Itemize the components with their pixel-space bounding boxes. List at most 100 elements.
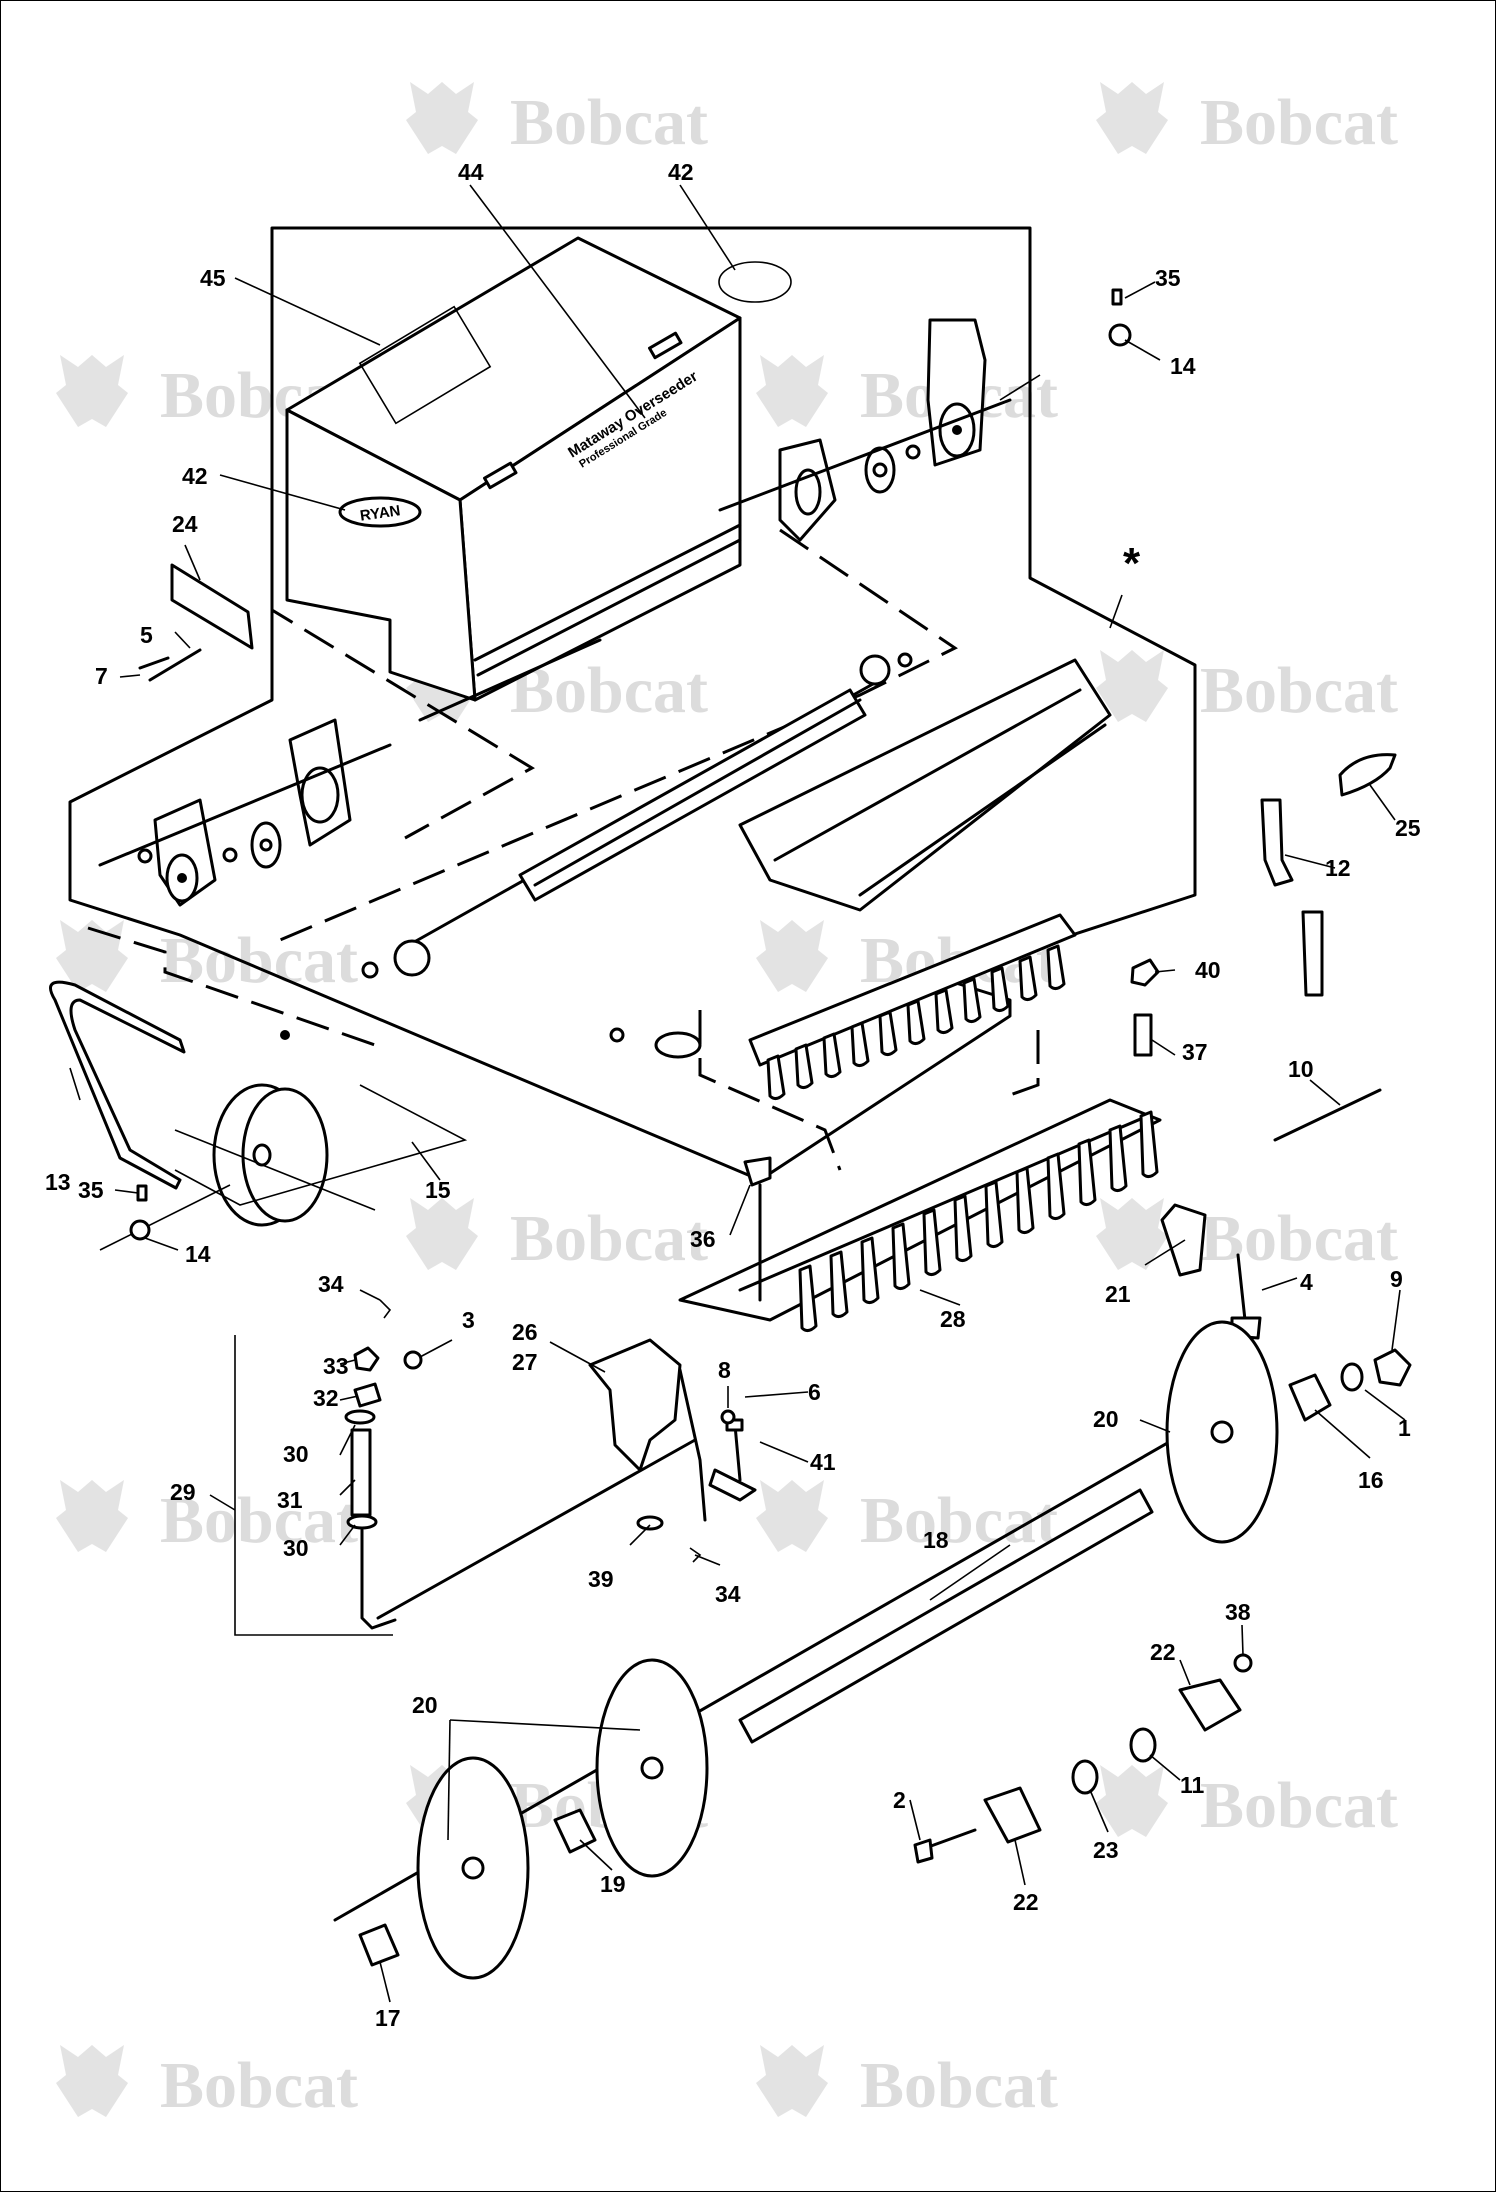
seed-tube bbox=[906, 999, 926, 1046]
callout-label: 19 bbox=[600, 1871, 626, 1897]
callout-label: 28 bbox=[940, 1306, 966, 1332]
bobcat-logo-icon bbox=[756, 920, 828, 992]
bobcat-logo-icon bbox=[1096, 82, 1168, 154]
bobcat-watermark: Bobcat bbox=[56, 920, 358, 997]
bobcat-logo-icon bbox=[56, 355, 128, 427]
bobcat-watermark-text: Bobcat bbox=[160, 924, 358, 997]
callout-label: 20 bbox=[412, 1692, 438, 1718]
bobcat-watermark: Bobcat bbox=[406, 82, 708, 159]
bobcat-logo-icon bbox=[56, 1480, 128, 1552]
seed-tube bbox=[990, 966, 1010, 1013]
bracket-29 bbox=[234, 1335, 393, 1636]
callout-label: 23 bbox=[1093, 1837, 1119, 1863]
callout-label: 16 bbox=[1358, 1467, 1384, 1493]
callout-label: 31 bbox=[277, 1487, 303, 1513]
seed-tube bbox=[1046, 1152, 1066, 1221]
seed-tube bbox=[878, 1010, 898, 1057]
seed-tube bbox=[766, 1054, 786, 1101]
collar-left bbox=[129, 1219, 151, 1241]
side-plate bbox=[170, 563, 254, 650]
nut-40 bbox=[1130, 958, 1160, 987]
spacer-19 bbox=[553, 1808, 597, 1854]
seed-tube bbox=[829, 1250, 849, 1319]
bobcat-watermark: Bobcat bbox=[1096, 1198, 1398, 1275]
washer-1 bbox=[1340, 1362, 1364, 1392]
bushing-16 bbox=[1288, 1373, 1332, 1422]
dashed-boundary-1 bbox=[270, 600, 535, 840]
callout-label: 41 bbox=[810, 1449, 836, 1475]
decal-oval bbox=[718, 261, 792, 303]
right-bearing-assembly bbox=[778, 318, 987, 542]
spring-37 bbox=[1133, 1013, 1153, 1057]
bobcat-watermark: Bobcat bbox=[1096, 1765, 1398, 1842]
bobcat-watermark-text: Bobcat bbox=[510, 86, 708, 159]
callout-label: 5 bbox=[140, 622, 153, 648]
bobcat-logo-icon bbox=[56, 2045, 128, 2117]
bearing-23 bbox=[1071, 1759, 1099, 1795]
callout-label: 30 bbox=[283, 1535, 309, 1561]
bobcat-watermark-text: Bobcat bbox=[160, 1484, 358, 1557]
dashed-boundary-5 bbox=[1009, 1030, 1040, 1097]
asterisk-marker: * bbox=[1123, 539, 1141, 588]
seed-tube bbox=[798, 1264, 818, 1333]
callout-label: 11 bbox=[1180, 1772, 1205, 1798]
seed-distributor bbox=[678, 1098, 1162, 1333]
seed-tube bbox=[850, 1021, 870, 1068]
bobcat-watermark: Bobcat bbox=[406, 1198, 708, 1275]
bobcat-watermark: Bobcat bbox=[56, 2045, 358, 2122]
seed-tube bbox=[1077, 1138, 1097, 1207]
assembly-outline bbox=[68, 226, 1197, 1182]
rear-axle bbox=[738, 1488, 1154, 1744]
bobcat-watermark: Bobcat bbox=[1096, 650, 1398, 727]
bobcat-logo-icon bbox=[756, 2045, 828, 2117]
seed-tube bbox=[1139, 1110, 1159, 1179]
callout-label: 7 bbox=[95, 663, 108, 689]
callout-label: 36 bbox=[690, 1226, 716, 1252]
seed-tube bbox=[794, 1043, 814, 1090]
pin-10 bbox=[1273, 1088, 1382, 1142]
bobcat-watermark-text: Bobcat bbox=[860, 2049, 1058, 2122]
callout-label: 40 bbox=[1195, 957, 1221, 983]
bobcat-watermark-text: Bobcat bbox=[160, 2049, 358, 2122]
bobcat-watermark-text: Bobcat bbox=[1200, 1769, 1398, 1842]
callout-label: 34 bbox=[318, 1271, 344, 1297]
callout-label: 17 bbox=[375, 2005, 401, 2031]
callout-label: 10 bbox=[1288, 1056, 1314, 1082]
spring-31 bbox=[350, 1428, 372, 1517]
flange-22b bbox=[983, 1786, 1042, 1844]
seed-tube bbox=[891, 1222, 911, 1291]
callout-label: 29 bbox=[170, 1479, 196, 1505]
callout-label: 3 bbox=[462, 1307, 475, 1333]
nut-9 bbox=[1373, 1348, 1412, 1387]
callout-label: 38 bbox=[1225, 1599, 1251, 1625]
bobcat-watermark-text: Bobcat bbox=[1200, 86, 1398, 159]
bobcat-logo-icon bbox=[756, 1480, 828, 1552]
seed-tube bbox=[922, 1208, 942, 1277]
seed-tube bbox=[953, 1194, 973, 1263]
bobcat-logo-icon bbox=[56, 920, 128, 992]
linkage-plate bbox=[588, 1338, 682, 1472]
callout-label: 42 bbox=[182, 463, 208, 489]
bobcat-watermark-text: Bobcat bbox=[1200, 654, 1398, 727]
seed-hopper: RYAN Mataway Overseeder Professional Gra… bbox=[285, 236, 742, 702]
callout-label: 15 bbox=[425, 1177, 451, 1203]
seed-tube bbox=[1015, 1166, 1035, 1235]
bobcat-logo-icon bbox=[1096, 1198, 1168, 1270]
bolt-36 bbox=[743, 1156, 772, 1187]
callout-label: 25 bbox=[1395, 815, 1421, 841]
bobcat-logo-icon bbox=[406, 1198, 478, 1270]
bobcat-watermark-text: Bobcat bbox=[860, 1484, 1058, 1557]
seed-tube bbox=[934, 988, 954, 1035]
callout-label: 45 bbox=[200, 265, 226, 291]
seed-tube bbox=[1018, 955, 1038, 1002]
callout-label: 4 bbox=[1300, 1269, 1313, 1295]
metering-plate bbox=[609, 913, 1077, 1101]
leader-lines bbox=[69, 184, 1406, 2003]
bobcat-logo-icon bbox=[1096, 1765, 1168, 1837]
callout-label: 9 bbox=[1390, 1266, 1403, 1292]
callout-label: 22 bbox=[1150, 1639, 1176, 1665]
seed-tube bbox=[822, 1032, 842, 1079]
callout-label: 39 bbox=[588, 1566, 614, 1592]
dashed-boundary-2 bbox=[279, 528, 958, 942]
